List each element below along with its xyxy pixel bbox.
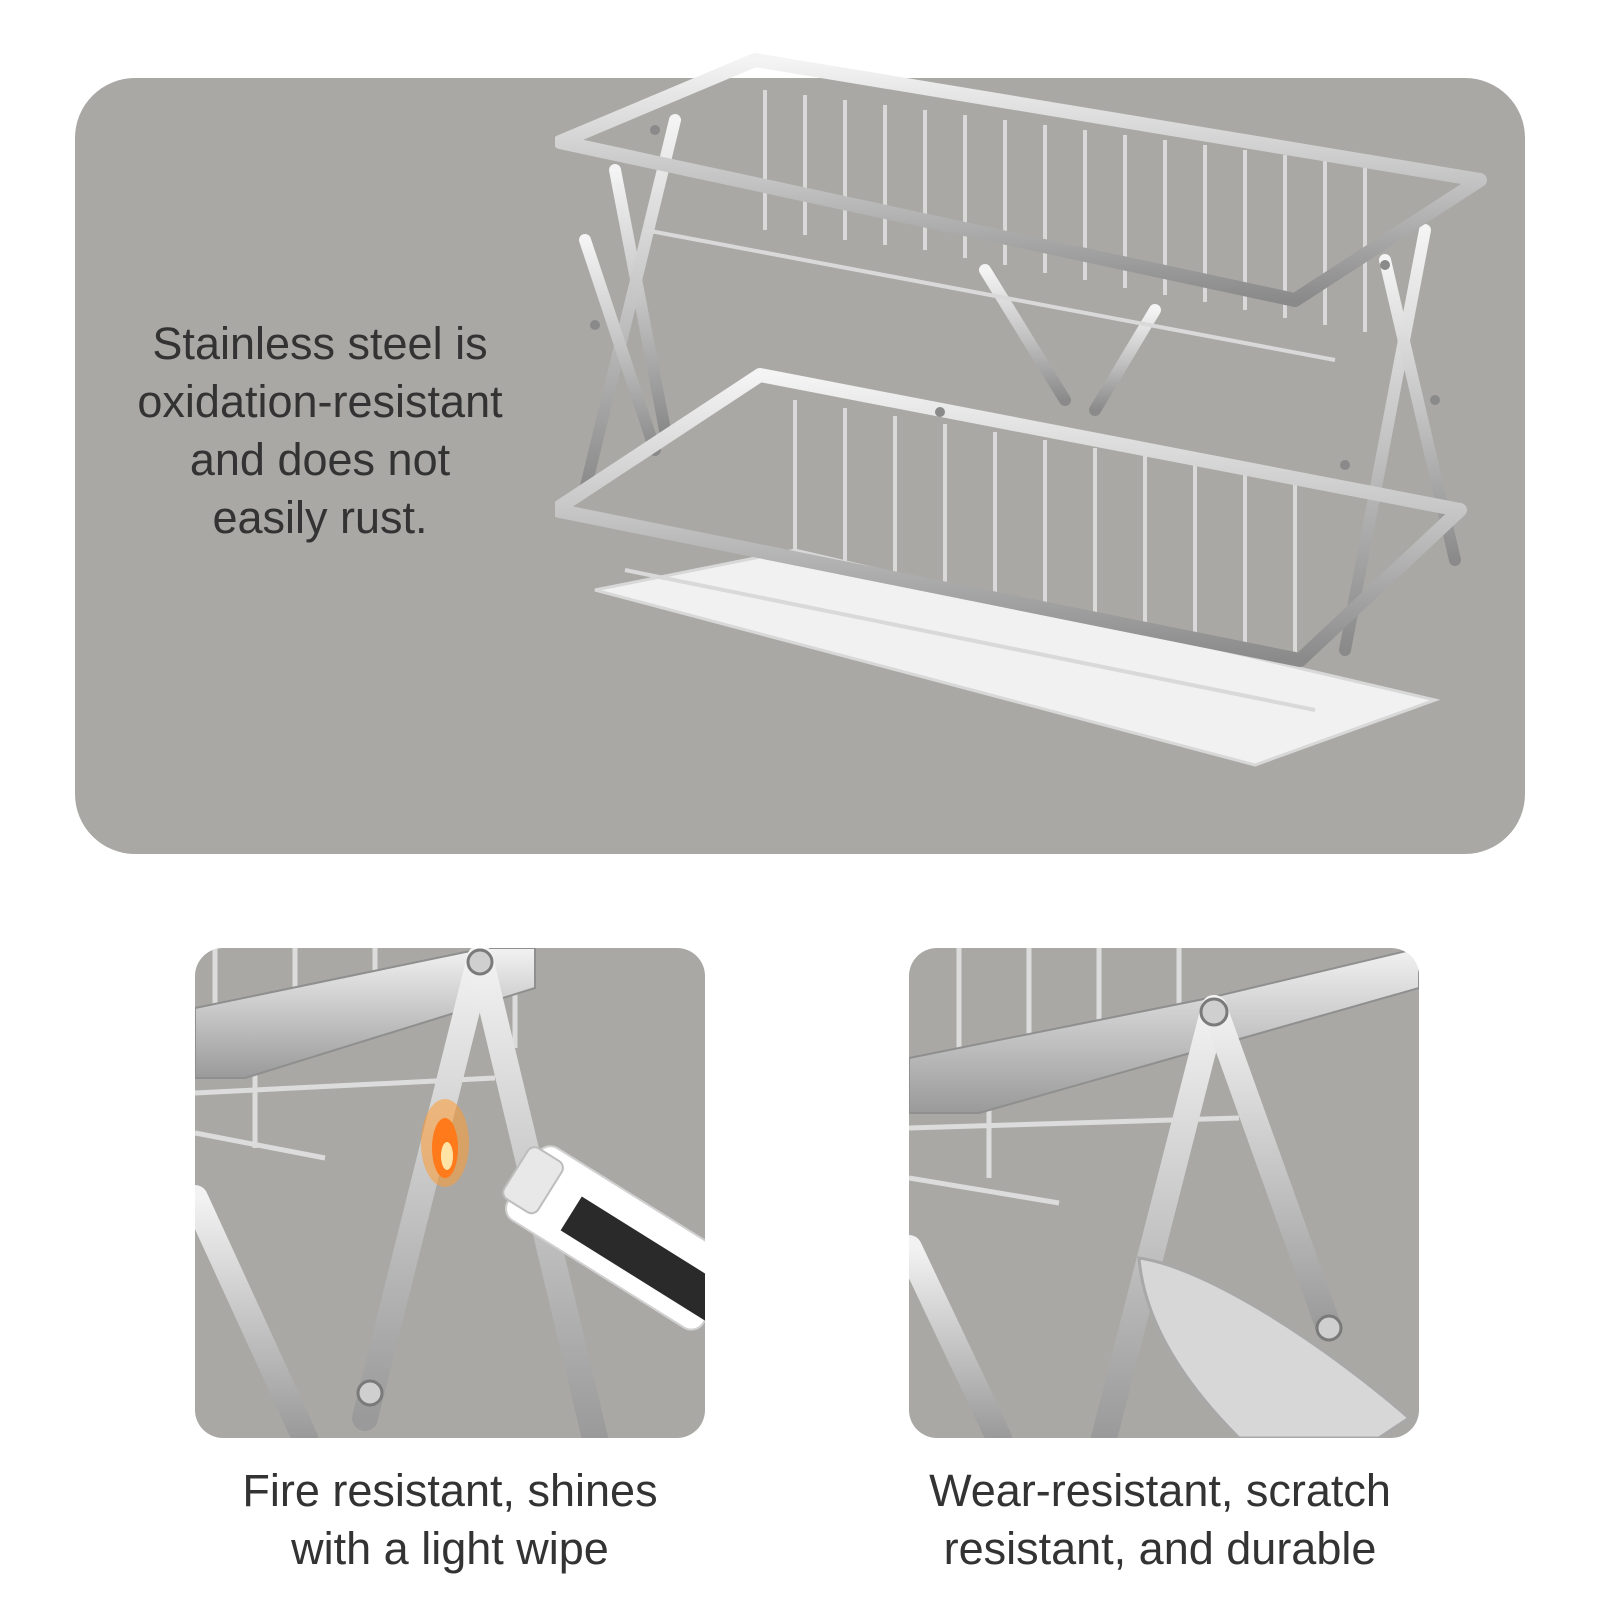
wear-resistant-caption: Wear-resistant, scratch resistant, and d… — [929, 1465, 1391, 1574]
dish-rack-image — [555, 53, 1487, 806]
hinge-bolt — [1199, 997, 1229, 1027]
lighter — [502, 1145, 705, 1332]
scratch-resistance-image — [909, 948, 1419, 1438]
rack-rail — [909, 948, 1419, 1114]
lower-tier-frame — [555, 368, 1467, 667]
hinge-bolt — [1315, 1314, 1343, 1342]
hero-feature-text: Stainless steel is oxidation-resistant a… — [137, 318, 503, 543]
upper-tier-frame — [555, 53, 1487, 307]
rack-rail — [195, 948, 536, 1079]
fire-resistant-caption: Fire resistant, shines with a light wipe — [242, 1465, 658, 1574]
fire-resistance-image — [195, 948, 705, 1438]
knife-icon — [1137, 1256, 1412, 1438]
upper-tier-wires — [644, 90, 1367, 362]
hinge-dots — [590, 125, 1440, 470]
lower-tier-wires — [624, 400, 1316, 712]
x-frame-legs — [909, 995, 1342, 1438]
hinge-bolt — [356, 1379, 384, 1407]
drip-tray — [594, 548, 1441, 767]
hinge-bolt — [466, 948, 494, 976]
flame-icon — [421, 1099, 469, 1187]
